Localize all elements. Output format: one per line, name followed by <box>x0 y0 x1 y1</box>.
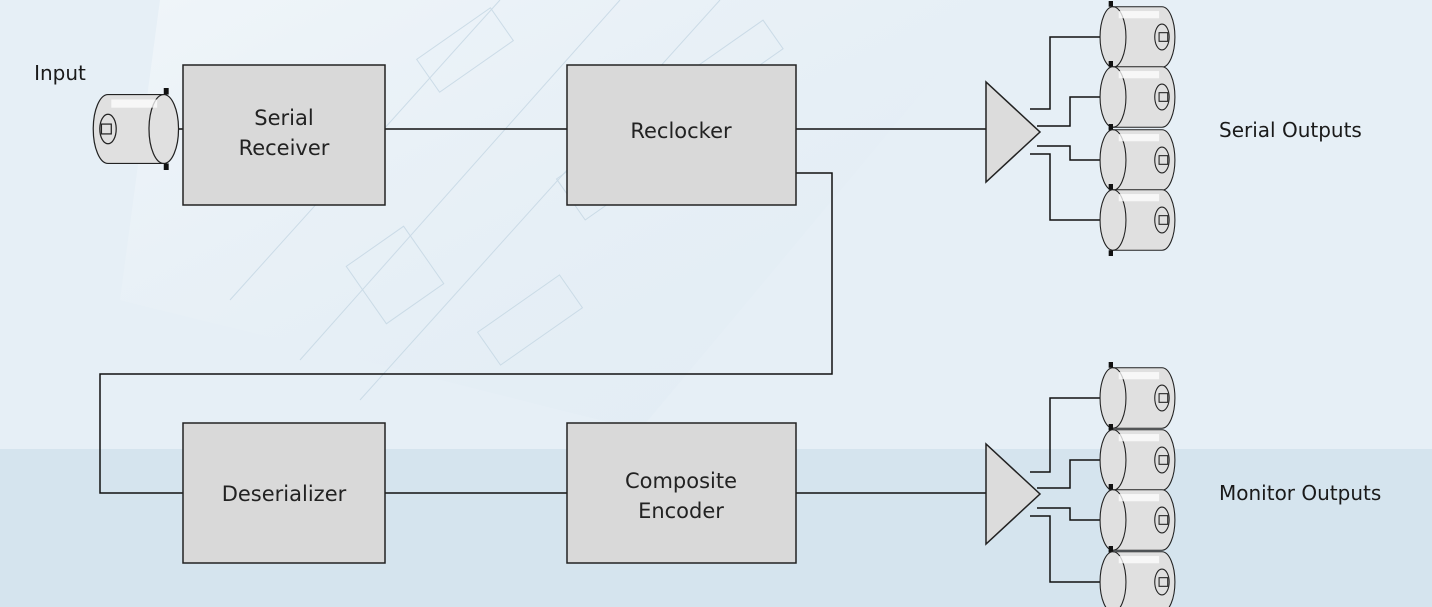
reclocker-label: Reclocker <box>630 119 732 143</box>
composite-encoder-block: Composite Encoder <box>566 422 797 564</box>
input-label: Input <box>34 61 86 85</box>
serial-receiver-block: Serial Receiver <box>182 64 386 206</box>
serial-outputs-label: Serial Outputs <box>1219 118 1362 142</box>
monitor-outputs-label: Monitor Outputs <box>1219 481 1381 505</box>
serial-output-connector-icon <box>1099 183 1176 257</box>
monitor-amplifier-icon <box>985 442 1042 546</box>
serial-output-connector-icon <box>1099 60 1176 134</box>
reclocker-block: Reclocker <box>566 64 797 206</box>
serial-amplifier-icon <box>985 80 1042 184</box>
serial-receiver-label-line1: Serial <box>254 106 313 130</box>
composite-encoder-label-line2: Encoder <box>638 499 724 523</box>
composite-encoder-label-line1: Composite <box>625 469 737 493</box>
input-connector-icon <box>92 87 180 171</box>
monitor-output-connector-icon <box>1099 483 1176 557</box>
monitor-output-connector-icon <box>1099 361 1176 435</box>
serial-receiver-label-line2: Receiver <box>239 136 330 160</box>
monitor-output-connector-icon <box>1099 545 1176 607</box>
signal-wires <box>99 36 1113 583</box>
deserializer-block: Deserializer <box>182 422 386 564</box>
deserializer-label: Deserializer <box>222 482 347 506</box>
